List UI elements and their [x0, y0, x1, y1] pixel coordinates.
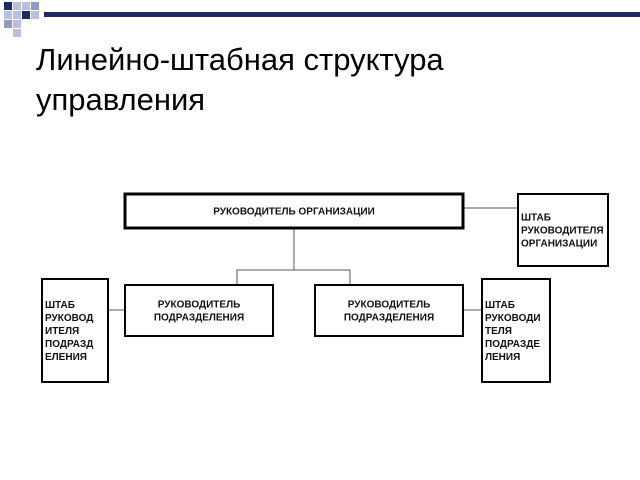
node-box	[41, 278, 109, 383]
node-box	[124, 284, 274, 337]
decor-square	[4, 11, 12, 19]
node-label-line: ОРГАНИЗАЦИИ	[521, 239, 597, 250]
decor-square	[31, 11, 39, 19]
decor-square	[13, 11, 21, 19]
node-label-line: РУКОВОДИТЕЛЬ ОРГАНИЗАЦИИ	[213, 207, 375, 218]
node-org-staff: ШТАБ РУКОВОДИТЕЛЯ ОРГАНИЗАЦИИ	[517, 193, 609, 267]
decor-square	[13, 29, 21, 37]
connectors	[108, 207, 518, 311]
node-label-line: ТЕЛЯ	[485, 326, 512, 337]
node-label-line: ПОДРАЗДЕЛЕНИЯ	[344, 313, 434, 324]
title-line-2: управления	[36, 82, 206, 117]
node-label-line: ШТАБ	[521, 213, 551, 224]
node-dept-staff-right: ШТАБ РУКОВОДИ ТЕЛЯ ПОДРАЗДЕ ЛЕНИЯ	[481, 278, 551, 383]
decor-square	[13, 2, 21, 10]
node-box	[314, 284, 464, 337]
decor-square	[4, 2, 12, 10]
node-label-line: ШТАБ	[45, 300, 75, 311]
node-label-line: РУКОВОД	[45, 313, 93, 324]
decor-square	[31, 2, 39, 10]
node-dept-head-right: РУКОВОДИТЕЛЬ ПОДРАЗДЕЛЕНИЯ	[314, 284, 464, 337]
node-label-line: ПОДРАЗДЕ	[485, 339, 540, 350]
node-label-line: РУКОВОДИТЕЛЬ	[158, 300, 241, 311]
node-label-line: ПОДРАЗДЕЛЕНИЯ	[154, 313, 244, 324]
edge-head-dept-left	[236, 228, 295, 285]
node-label-line: ПОДРАЗД	[45, 339, 93, 350]
decor-square	[4, 20, 12, 28]
node-org-head: РУКОВОДИТЕЛЬ ОРГАНИЗАЦИИ	[123, 192, 465, 230]
nodes: РУКОВОДИТЕЛЬ ОРГАНИЗАЦИИШТАБРУКОВОДИТЕЛЯ…	[41, 192, 609, 383]
edge-head-dept-right	[294, 269, 351, 285]
slide-title: Линейно-штабная структура управления	[36, 40, 596, 120]
node-dept-staff-left: ШТАБ РУКОВОД ИТЕЛЯ ПОДРАЗД ЕЛЕНИЯ	[41, 278, 109, 383]
title-line-1: Линейно-штабная структура	[36, 42, 444, 77]
node-box	[481, 278, 551, 383]
decor-square	[13, 20, 21, 28]
node-box	[123, 192, 465, 230]
node-dept-head-left: РУКОВОДИТЕЛЬ ПОДРАЗДЕЛЕНИЯ	[124, 284, 274, 337]
header-accent-bar	[44, 12, 640, 17]
node-label-line: ШТАБ	[485, 300, 515, 311]
node-label-line: РУКОВОДИТЕЛЯ	[521, 226, 604, 237]
node-label-line: ИТЕЛЯ	[45, 326, 79, 337]
decor-square	[22, 11, 30, 19]
node-label-line: ЛЕНИЯ	[485, 352, 520, 363]
decor-square	[22, 2, 30, 10]
node-box	[517, 193, 609, 267]
node-label-line: ЕЛЕНИЯ	[45, 352, 87, 363]
node-label-line: РУКОВОДИТЕЛЬ	[348, 300, 431, 311]
node-label-line: РУКОВОДИ	[485, 313, 541, 324]
